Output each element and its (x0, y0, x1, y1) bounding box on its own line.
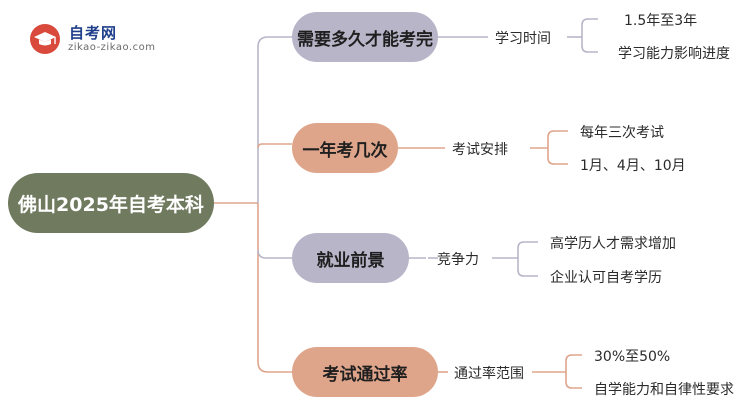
branch-duration: 需要多久才能考完 (292, 12, 438, 62)
branch-pass-rate-sub: 通过率范围 (454, 366, 524, 382)
mindmap-root: 佛山2025年自考本科 (8, 173, 214, 233)
branch-career-sub: 竞争力 (437, 252, 479, 268)
branch-exam-frequency-leaf-2: 1月、4月、10月 (580, 158, 686, 174)
branch-pass-rate-leaf-2: 自学能力和自律性要求 (594, 382, 734, 398)
branch-career-leaf-2: 企业认可自考学历 (550, 270, 662, 286)
branch-duration-leaf-2: 学习能力影响进度 (618, 46, 730, 62)
graduation-cap-icon (30, 24, 60, 54)
branch-pass-rate-leaf-1: 30%至50% (594, 349, 671, 365)
branch-career: 就业前景 (292, 233, 409, 283)
branch-exam-frequency: 一年考几次 (292, 123, 398, 173)
logo-subtitle: zikao-zikao.com (68, 42, 156, 53)
branch-duration-sub: 学习时间 (495, 31, 551, 47)
branch-exam-frequency-sub: 考试安排 (452, 142, 508, 158)
branch-duration-leaf-1: 1.5年至3年 (624, 13, 698, 29)
branch-career-leaf-1: 高学历人才需求增加 (550, 236, 676, 252)
branch-exam-frequency-leaf-1: 每年三次考试 (580, 125, 664, 141)
branch-pass-rate: 考试通过率 (292, 347, 438, 397)
logo-title: 自考网 (69, 24, 118, 42)
site-logo[interactable]: 自考网 zikao-zikao.com (30, 20, 170, 54)
